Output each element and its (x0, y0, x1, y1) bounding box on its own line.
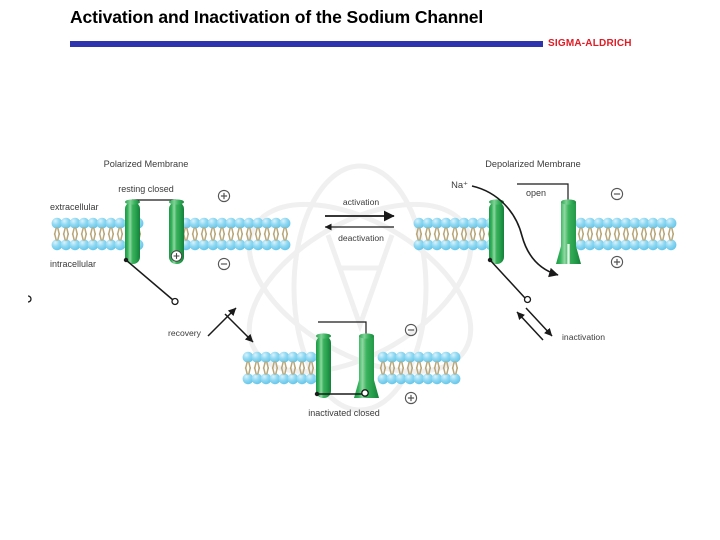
charge-intracellular-depolarized (610, 255, 624, 269)
recovery-arrow-up (207, 307, 237, 337)
inactivated-closed-label: inactivated closed (308, 408, 380, 418)
transition-inactivation: inactivation (516, 307, 605, 342)
channel-closed-left (125, 199, 140, 264)
membrane-bilayer-right-right (574, 217, 678, 251)
transition-activation-deactivation: activation deactivation (324, 197, 395, 243)
inactivation-arrow-down (525, 307, 553, 337)
open-leader (517, 183, 569, 202)
recovery-arrow-down (224, 313, 254, 343)
charge-extracellular-depolarized (610, 187, 624, 201)
membrane-bilayer-bottom-right (376, 351, 462, 385)
extracellular-label: extracellular (50, 202, 99, 212)
inactivation-gate-plug (314, 389, 369, 397)
channel-inactivated-right (354, 333, 379, 398)
panel-inactivated-closed: inactivated closed (241, 321, 462, 418)
polarized-heading: Polarized Membrane (104, 159, 189, 169)
page-title: Activation and Inactivation of the Sodiu… (70, 7, 484, 27)
panel-polarized-membrane: Polarized Membrane resting closed extrac… (50, 159, 292, 306)
recovery-label: recovery (168, 328, 202, 338)
charge-intracellular-polarized (217, 257, 231, 271)
inactivation-arrow-up (516, 311, 544, 341)
channel-inactivated-left (316, 333, 331, 398)
brand-logo-text: SIGMA-ALDRICH (548, 38, 632, 49)
resting-closed-label: resting closed (118, 184, 174, 194)
intracellular-label: intracellular (50, 259, 96, 269)
activation-label: activation (343, 197, 380, 207)
membrane-bilayer-left-right (179, 217, 292, 251)
charge-extracellular-polarized (217, 189, 231, 203)
header-rule-row: SIGMA-ALDRICH (70, 38, 650, 52)
sodium-ion-label: Na⁺ (451, 179, 468, 190)
transition-recovery: recovery (168, 307, 254, 343)
deactivation-label: deactivation (338, 233, 384, 243)
inactivation-label: inactivation (562, 332, 605, 342)
charge-extracellular-inactivated (404, 323, 418, 337)
channel-open-right (556, 199, 581, 264)
inactivation-gate-chain-resting (123, 257, 179, 306)
membrane-bilayer-right-left (412, 217, 498, 251)
channel-open-left (489, 199, 504, 264)
open-label: open (526, 188, 546, 198)
depolarized-heading: Depolarized Membrane (485, 159, 581, 169)
header-blue-rule (70, 41, 543, 47)
sodium-flux-arrow (471, 185, 559, 278)
inactivated-top-leader (318, 321, 367, 336)
panel-depolarized-membrane: Depolarized Membrane Na⁺ open (28, 159, 678, 304)
channel-closed-right (169, 199, 184, 264)
inactivation-gate-chain-open (28, 257, 532, 304)
sodium-channel-diagram: Polarized Membrane resting closed extrac… (28, 140, 692, 440)
voltage-sensor-plus (170, 250, 183, 262)
charge-intracellular-inactivated (404, 391, 418, 405)
title-bar: Activation and Inactivation of the Sodiu… (70, 5, 670, 31)
